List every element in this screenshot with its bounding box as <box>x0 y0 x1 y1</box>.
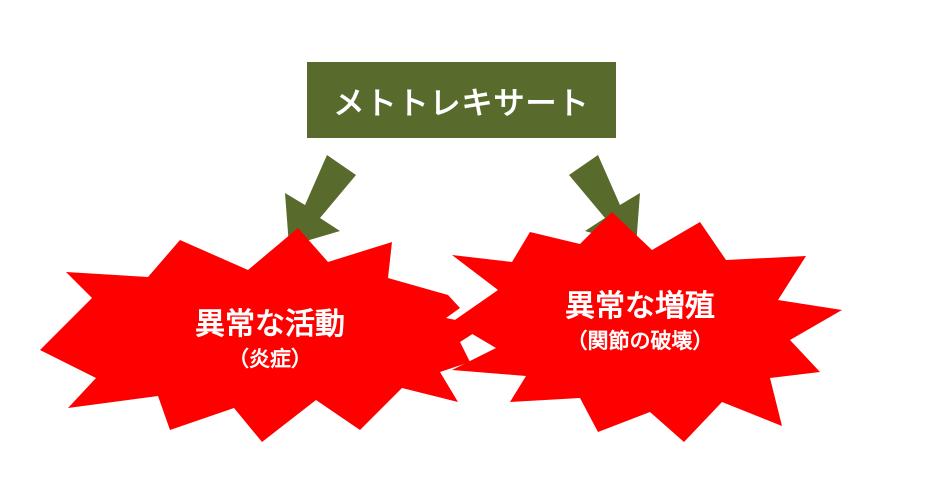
effect-main-inflammation: 異常な活動 <box>195 307 345 342</box>
effect-sub-proliferation: （関節の破壊） <box>566 329 714 353</box>
title-box: メトトレキサート <box>307 62 616 138</box>
left-burst <box>40 228 485 442</box>
effect-main-proliferation: 異常な増殖 <box>565 289 715 324</box>
effect-sub-inflammation: （炎症） <box>228 347 312 371</box>
right-burst-label: 異常な増殖 （関節の破壊） <box>540 288 740 356</box>
drug-name: メトトレキサート <box>333 85 590 122</box>
left-burst-label: 異常な活動 （炎症） <box>170 306 370 374</box>
right-burst <box>452 212 842 442</box>
left-arrow <box>285 155 356 246</box>
